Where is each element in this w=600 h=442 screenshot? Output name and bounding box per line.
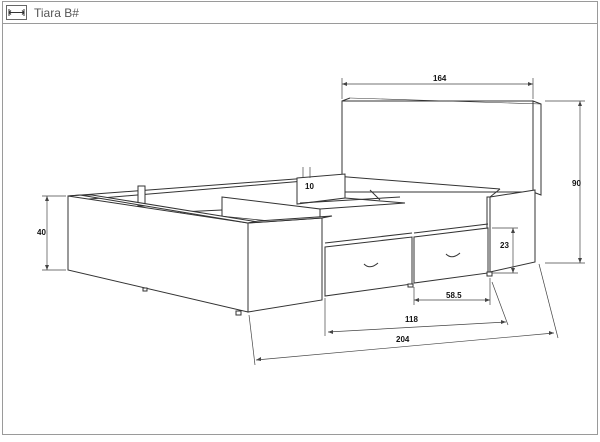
outer-border (2, 1, 598, 435)
drawer-right (413, 223, 489, 284)
dim-height-label: 90 (572, 179, 581, 188)
dim-inner-label: 10 (305, 182, 314, 191)
dim-side-height-label: 40 (37, 228, 46, 237)
dimension-lines (42, 78, 585, 366)
dim-drawer-width-label: 58.5 (446, 291, 462, 300)
dim-drawers-total-label: 118 (405, 315, 418, 324)
left-side-panel (67, 194, 259, 313)
footboard-right-box (486, 189, 536, 273)
dim-drawer-height-label: 23 (500, 241, 509, 250)
dimension-arrows (45, 82, 582, 361)
drawer-left (324, 232, 413, 297)
page-title: Tiara B# (34, 6, 79, 20)
front-corner-box (247, 215, 333, 313)
bed-feet (142, 271, 493, 316)
bed-drawing (67, 97, 542, 316)
headboard (341, 97, 542, 196)
dim-length-label: 204 (396, 335, 410, 344)
width-dimension-icon (6, 5, 27, 20)
dim-width-label: 164 (433, 74, 447, 83)
